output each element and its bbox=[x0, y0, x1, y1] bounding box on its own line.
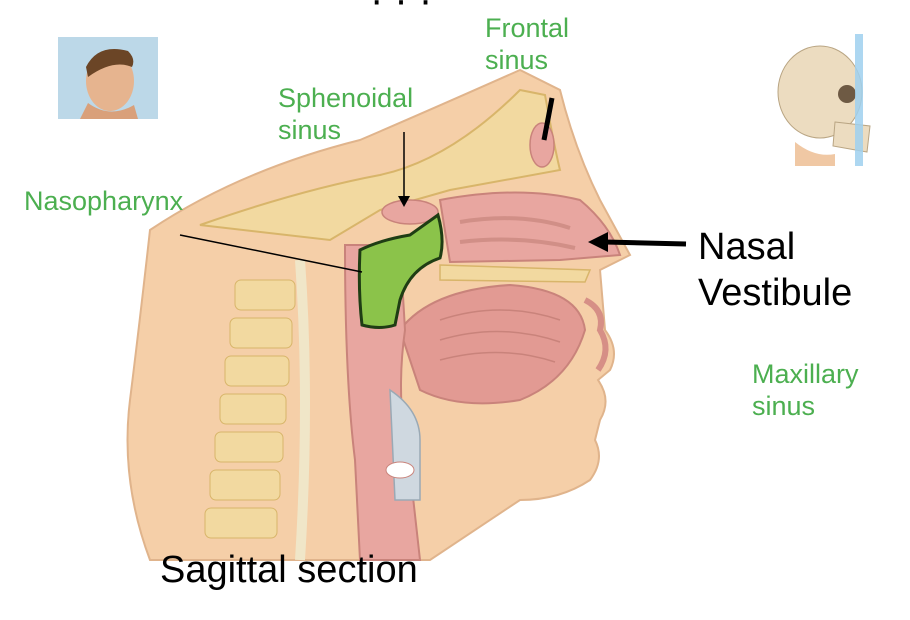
sphenoidal-sinus-cavity bbox=[381, 199, 439, 225]
sagittal-section-caption: Sagittal section bbox=[160, 549, 418, 591]
nasal-vestibule-label: Nasal Vestibule bbox=[698, 226, 853, 314]
vestibule-arrowhead bbox=[588, 232, 608, 252]
nasopharynx-label: Nasopharynx bbox=[24, 186, 184, 216]
nasopharynx-leader bbox=[179, 234, 363, 273]
frontal-leader bbox=[541, 97, 555, 141]
frontal-sinus-label: Frontal sinus bbox=[485, 13, 570, 76]
lips bbox=[583, 297, 609, 372]
vestibule-arrow-line bbox=[604, 239, 687, 247]
frontal-sinus-cavity bbox=[529, 122, 555, 168]
head-profile-photo-icon bbox=[58, 37, 158, 119]
skull-bone bbox=[199, 88, 562, 242]
skull-sagittal-plane-icon bbox=[777, 34, 871, 166]
maxillary-sinus-label: Maxillary sinus bbox=[752, 359, 859, 422]
hard-palate bbox=[439, 264, 592, 283]
title-fragment: · · · bbox=[370, 0, 433, 22]
sphenoidal-sinus-label: Sphenoidal sinus bbox=[278, 83, 414, 146]
nasal-cavity bbox=[438, 191, 622, 264]
nasopharynx-highlight bbox=[357, 212, 444, 329]
cervical-spine bbox=[204, 279, 296, 539]
